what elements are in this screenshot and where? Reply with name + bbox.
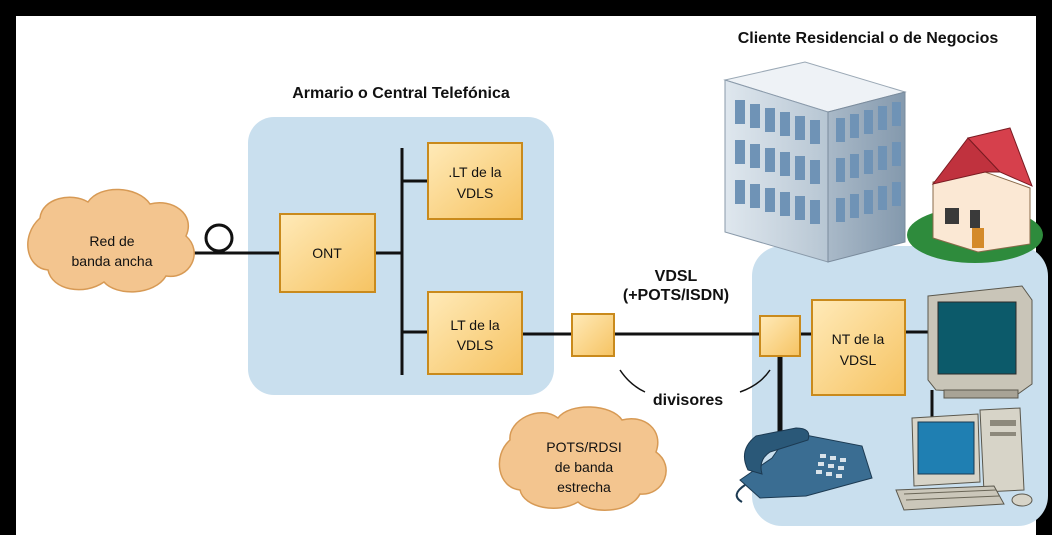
fiber-loop-icon bbox=[204, 223, 234, 253]
connection-lines bbox=[188, 148, 940, 440]
splitter-pointers bbox=[619, 369, 771, 393]
vdsl-link-sublabel: (+POTS/ISDN) bbox=[623, 287, 729, 304]
ont-label: ONT bbox=[312, 245, 342, 261]
telephone-icon bbox=[735, 427, 873, 503]
tv-monitor-icon bbox=[927, 285, 1033, 399]
splitters-label: divisores bbox=[653, 392, 723, 409]
lt-top-box: .LT de la VDLS bbox=[427, 142, 523, 220]
office-building-icon bbox=[723, 61, 907, 263]
narrowband-cloud-line3: estrecha bbox=[557, 479, 611, 495]
narrowband-cloud-line2: de banda bbox=[555, 459, 614, 475]
nt-box: NT de la VDSL bbox=[811, 299, 906, 396]
narrowband-cloud-line1: POTS/RDSI bbox=[546, 439, 621, 455]
broadband-cloud: Red de banda ancha bbox=[27, 188, 195, 293]
central-office-title: Armario o Central Telefónica bbox=[292, 85, 510, 102]
nt-line2: VDSL bbox=[840, 352, 877, 368]
client-title: Cliente Residencial o de Negocios bbox=[738, 30, 999, 47]
broadband-cloud-line2: banda ancha bbox=[72, 253, 153, 269]
house-icon bbox=[907, 127, 1043, 263]
ont-box: ONT bbox=[279, 213, 376, 293]
splitter-central bbox=[571, 313, 615, 357]
lt-bottom-box: LT de la VDLS bbox=[427, 291, 523, 375]
lt-top-line1: .LT de la bbox=[448, 164, 501, 180]
lt-top-line2: VDLS bbox=[457, 185, 494, 201]
narrowband-cloud: POTS/RDSI de banda estrecha bbox=[498, 406, 667, 511]
nt-line1: NT de la bbox=[832, 331, 885, 347]
broadband-cloud-line1: Red de bbox=[89, 233, 134, 249]
splitter-client bbox=[759, 315, 801, 357]
lt-bottom-line2: VDLS bbox=[457, 337, 494, 353]
computer-icon bbox=[895, 407, 1033, 511]
vdsl-link-label: VDSL bbox=[655, 268, 698, 285]
lt-bottom-line1: LT de la bbox=[450, 317, 500, 333]
